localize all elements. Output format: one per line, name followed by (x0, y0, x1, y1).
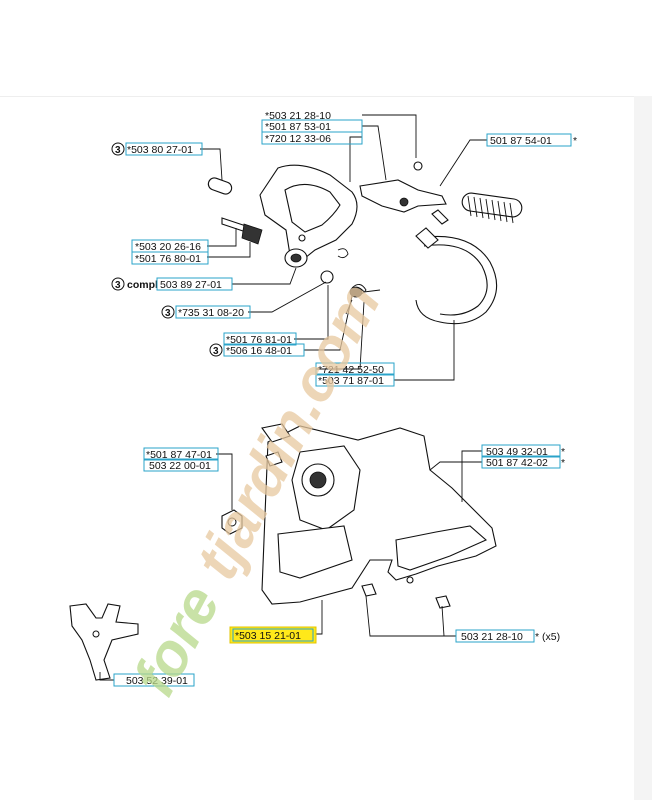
guide-tool-drawing (69, 603, 139, 681)
callout-501-76-80-01: *501 76 80-01 (131, 251, 209, 265)
right-margin (634, 96, 652, 800)
callout-text: *501 76 80-01 (135, 253, 201, 265)
callout-text: *503 71 87-01 (318, 375, 384, 387)
callout-text: 503 52 39-01 (126, 675, 188, 687)
callout-text: *501 87 53-01 (265, 121, 331, 133)
callout-text: *501 76 81-01 (226, 334, 292, 346)
qty-circle-text: 3 (213, 346, 219, 357)
callout-text: 503 21 28-10 (461, 631, 523, 643)
callout-text: 503 49 32-01 (486, 446, 548, 458)
callout-503-15-21-01-highlighted: *503 15 21-01 (229, 626, 317, 644)
qty-circle (111, 277, 125, 291)
leader-lines (99, 114, 487, 681)
callout-503-21-28-10-top: *503 21 28-10 (265, 110, 331, 122)
separator-line (0, 96, 652, 97)
callout-506-16-48-01: 3 *506 16 48-01 (209, 343, 305, 357)
callout-text: *503 20 26-16 (135, 241, 201, 253)
callout-501-87-47-01: *501 87 47-01 (143, 447, 219, 461)
callout-text: *503 21 28-10 (265, 110, 331, 122)
callout-text: 501 87 42-02 (486, 457, 548, 469)
callout-text: 503 22 00-01 (149, 460, 211, 472)
callout-prefix: compl (127, 279, 158, 291)
callout-501-87-54-01: 501 87 54-01 * (486, 133, 577, 147)
callout-503-71-87-01: *503 71 87-01 (315, 373, 395, 387)
callout-720-12-33-06: *720 12 33-06 (261, 131, 363, 145)
callout-503-89-27-01: 3 compl 503 89 27-01 (111, 277, 233, 291)
callout-text: *735 31 08-20 (178, 307, 244, 319)
highlight-box (229, 626, 317, 644)
callout-501-87-42-02: 501 87 42-02 * (481, 455, 565, 469)
callout-501-76-81-01: *501 76 81-01 (223, 332, 297, 346)
callout-503-52-39-01: 503 52 39-01 (113, 673, 195, 687)
qty-circle (161, 305, 175, 319)
clutch-cover-drawing (221, 423, 497, 609)
callout-735-31-08-20: 3 *735 31 08-20 (161, 305, 251, 319)
qty-circle-text: 3 (165, 308, 171, 319)
callout-text: 503 89 27-01 (160, 279, 222, 291)
callout-suffix: * (561, 446, 565, 458)
callout-text: *720 12 33-06 (265, 133, 331, 145)
callout-text: *503 80 27-01 (127, 144, 193, 156)
callout-text: 501 87 54-01 (490, 135, 552, 147)
qty-circle-text: 3 (115, 145, 121, 156)
qty-circle (209, 343, 223, 357)
callout-suffix: * (561, 457, 565, 469)
callout-text: *506 16 48-01 (226, 345, 292, 357)
callout-503-49-32-01: 503 49 32-01 * (481, 444, 565, 458)
brake-band-drawing (345, 161, 523, 325)
qty-circle-text: 3 (115, 280, 121, 291)
callout-503-20-26-16: *503 20 26-16 (131, 239, 209, 253)
chain-brake-handle-drawing (207, 164, 358, 284)
callout-503-21-28-10-bottom: 503 21 28-10 * (x5) (455, 629, 560, 643)
callout-suffix: * (x5) (535, 631, 560, 643)
callout-501-87-53-01: *501 87 53-01 (261, 119, 363, 133)
callout-text: *503 15 21-01 (235, 630, 301, 642)
callout-503-22-00-01: 503 22 00-01 (143, 458, 219, 472)
qty-circle (111, 142, 125, 156)
callout-503-80-27-01: 3 *503 80 27-01 (111, 142, 203, 156)
spring-icon (461, 192, 523, 224)
callout-text: *501 87 47-01 (146, 449, 212, 461)
top-margin (0, 0, 652, 96)
callout-721-42-52-50: *721 42 52-50 (315, 362, 395, 376)
callout-suffix: * (573, 135, 577, 147)
callout-text: *721 42 52-50 (318, 364, 384, 376)
